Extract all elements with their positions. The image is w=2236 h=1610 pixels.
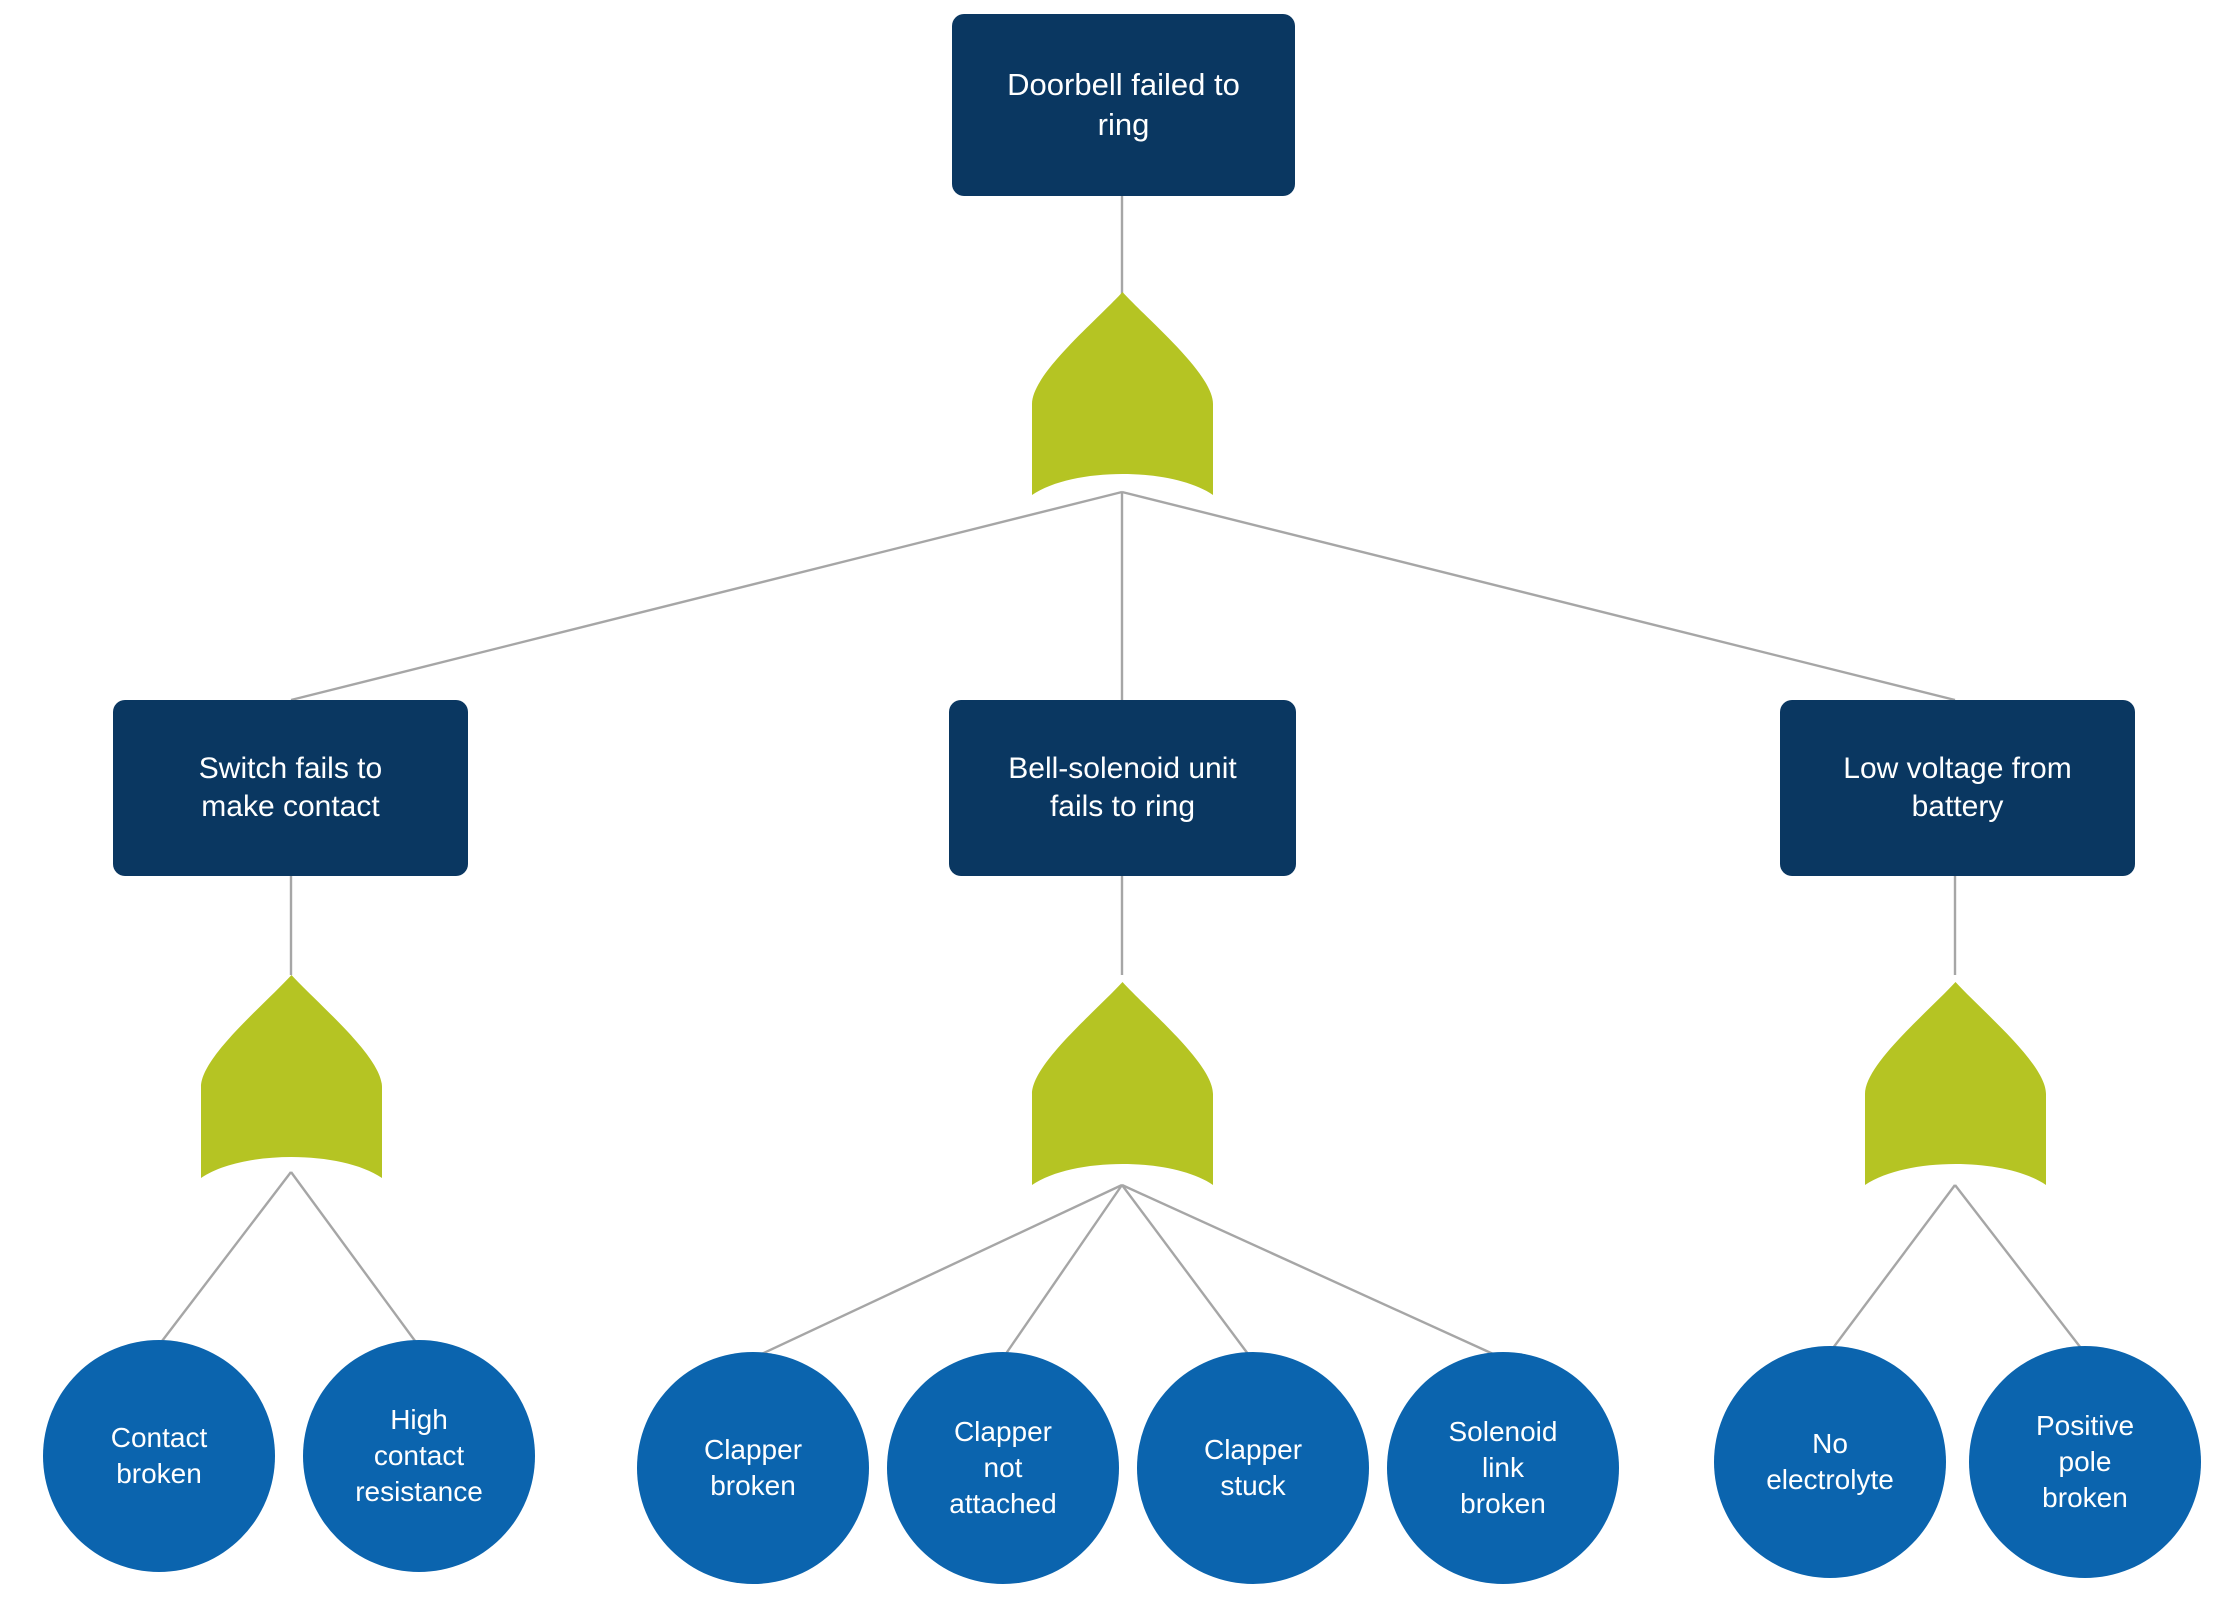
or-gate-shape [1032, 982, 1213, 1185]
basic-event-contact-broken[interactable]: Contact broken [43, 1340, 275, 1572]
basic-event-label-0: Contact broken [110, 1422, 208, 1489]
basic-event-label-2: Clapper broken [703, 1434, 803, 1501]
basic-event-solenoid-link-broken[interactable]: Solenoid link broken [1387, 1352, 1619, 1584]
or-gate-shape [1865, 982, 2046, 1185]
basic-event-clapper-stuck[interactable]: Clapper stuck [1137, 1352, 1369, 1584]
basic-event-label-6: No electrolyte [1766, 1428, 1894, 1495]
basic-event-clapper-not-attached[interactable]: Clapper not attached [887, 1352, 1119, 1584]
edge-bell-gate-to-clapper-stuck [1121, 1184, 1252, 1359]
edge-gate-to-switch [290, 490, 1123, 702]
intermediate-event-label-2: Low voltage from battery [1843, 751, 2072, 823]
or-gate-top[interactable] [1032, 292, 1213, 495]
edge-switch-gate-to-high-resistance [290, 1171, 419, 1346]
edge-battery-gate-to-positive-pole [1954, 1184, 2085, 1353]
basic-event-label-3: Clapper not attached [949, 1416, 1057, 1519]
or-gate-battery[interactable] [1865, 982, 2046, 1185]
basic-event-clapper-broken[interactable]: Clapper broken [637, 1352, 869, 1584]
intermediate-event-label-1: Bell-solenoid unit fails to ring [1008, 751, 1237, 823]
top-event-label: Doorbell failed to ring [1007, 67, 1240, 142]
or-gate-bell-solenoid[interactable] [1032, 982, 1213, 1185]
basic-event-no-electrolyte[interactable]: No electrolyte [1714, 1346, 1946, 1578]
basic-event-high-contact-resistance[interactable]: High contact resistance [303, 1340, 535, 1572]
edge-battery-gate-to-no-electrolyte [1829, 1184, 1956, 1353]
edge-switch-gate-to-contact-broken [158, 1171, 292, 1346]
basic-event-label-1: High contact resistance [355, 1404, 483, 1507]
intermediate-event-bell-solenoid-unit-fails-to-ring[interactable]: Bell-solenoid unit fails to ring [949, 700, 1296, 876]
edge-gate-to-battery [1121, 490, 1956, 702]
top-event-doorbell-failed-to-ring[interactable]: Doorbell failed to ring [952, 14, 1295, 196]
intermediate-event-switch-fails-to-make-contact[interactable]: Switch fails to make contact [113, 700, 468, 876]
intermediate-event-low-voltage-from-battery[interactable]: Low voltage from battery [1780, 700, 2135, 876]
edge-bell-gate-to-clapper-broken [752, 1183, 1123, 1360]
basic-event-label-4: Clapper stuck [1203, 1434, 1303, 1501]
or-gate-shape [1032, 292, 1213, 495]
edge-bell-gate-to-solenoid-link-broken [1121, 1183, 1503, 1360]
intermediate-event-label-0: Switch fails to make contact [198, 751, 383, 823]
or-gate-shape [201, 975, 382, 1178]
edge-bell-gate-to-clapper-not-attached [1002, 1184, 1123, 1359]
basic-event-label-5: Solenoid link broken [1448, 1416, 1558, 1519]
basic-event-positive-pole-broken[interactable]: Positive pole broken [1969, 1346, 2201, 1578]
or-gate-switch[interactable] [201, 975, 382, 1178]
basic-event-label-7: Positive pole broken [2035, 1410, 2135, 1513]
